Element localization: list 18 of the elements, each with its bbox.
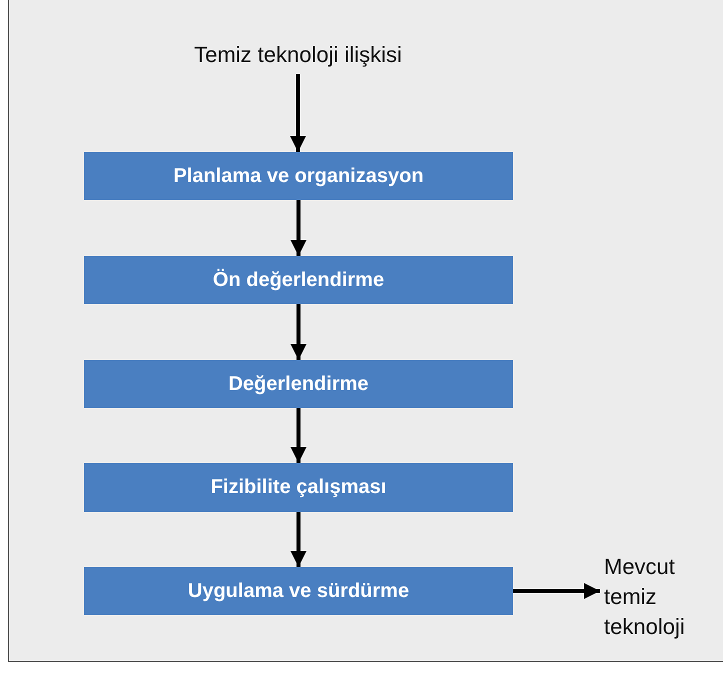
step-label: Uygulama ve sürdürme — [188, 580, 410, 602]
label-text: Temiz teknoloji ilişkisi — [194, 42, 402, 68]
arrow — [290, 74, 306, 152]
process-box — [84, 256, 513, 304]
process-box — [84, 463, 513, 512]
process-box — [84, 152, 513, 200]
arrow — [290, 512, 306, 567]
arrow — [290, 304, 306, 360]
label-text: Mevcut temiz teknoloji — [604, 553, 686, 641]
process-box — [84, 360, 513, 408]
step-label: Fizibilite çalışması — [210, 476, 386, 499]
arrow — [513, 583, 600, 599]
step-label: Ön değerlendirme — [212, 268, 384, 292]
process-box — [84, 567, 513, 615]
arrow — [290, 200, 306, 256]
step-label: Değerlendirme — [228, 372, 369, 396]
step-label: Planlama ve organizasyon — [173, 164, 424, 188]
arrow — [290, 408, 306, 463]
